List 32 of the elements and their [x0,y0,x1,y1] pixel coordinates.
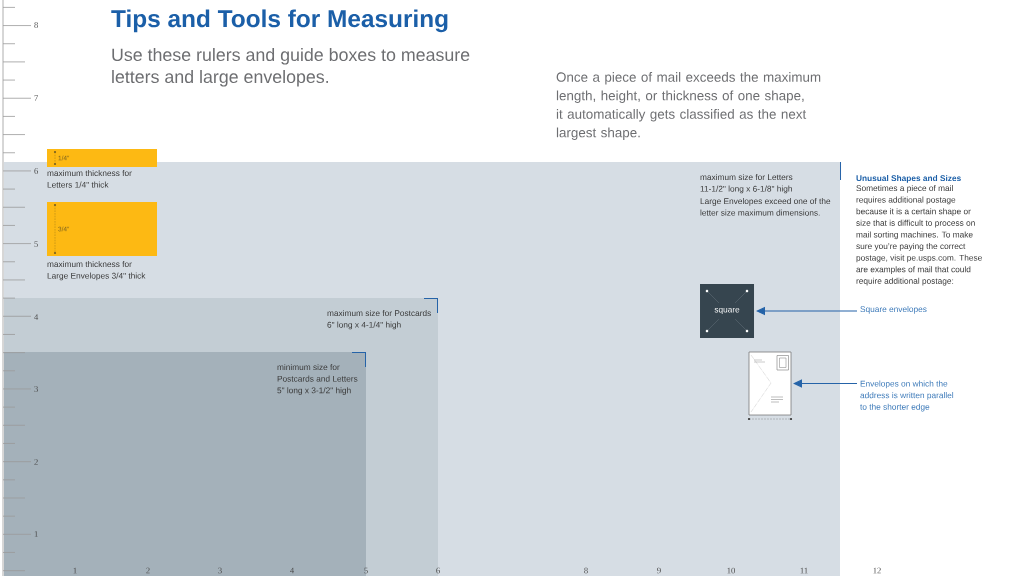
arrow [793,379,858,388]
ruler-number: 3 [218,567,222,574]
ruler-number: 2 [146,567,150,574]
ruler-number: 1 [73,567,77,574]
ruler-number: 9 [657,567,661,574]
heading: Unusual Shapes and Sizes [856,175,961,183]
thickness-label: maximum thickness for Large Envelopes 3/4" thick [47,261,146,281]
ruler-number: 8 [34,22,38,28]
ruler-number: 5 [364,567,368,574]
callout-text: Envelopes on which the address is written parallel to the shorter edge [860,380,954,412]
paragraph: Sometimes a piece of mail requires additional postage because it is a certain shape or size that is difficult to process on mail sorting machines. To make sure you’re paying the correct postage, visit pe.usps.com. These are examples of mail that could require additional postage: [856,185,982,286]
title: Tips and Tools for Measuring [111,9,448,33]
ruler-number: 2 [34,459,38,465]
subtitle: Use these rulers and guide boxes to measure letters and large envelopes. [112,48,470,87]
ruler-number: 4 [34,314,39,320]
thickness-label: maximum thickness for Letters 1/4" thick [47,170,132,188]
ruler-number: 11 [800,567,808,574]
ruler-number: 6 [436,567,440,574]
ruler-number: 4 [290,567,294,574]
ruler-number: 5 [34,241,38,247]
sample-square: square [700,284,754,338]
ruler-number: 3 [34,386,38,392]
ruler-number: 7 [34,95,38,101]
ruler-number: 1 [34,531,38,537]
callout-text: Square envelopes [860,306,927,314]
envelope-picture [748,351,792,416]
ruler-number: 12 [873,567,881,574]
ruler-number: 10 [727,567,735,574]
arrow [756,307,858,315]
ruler-number: 8 [584,567,588,574]
paragraph: Once a piece of mail exceeds the maximum length, height, or thickness of one shape, it automatically gets classified as the next largest shape. [556,72,821,140]
ruler-number: 6 [34,168,38,174]
